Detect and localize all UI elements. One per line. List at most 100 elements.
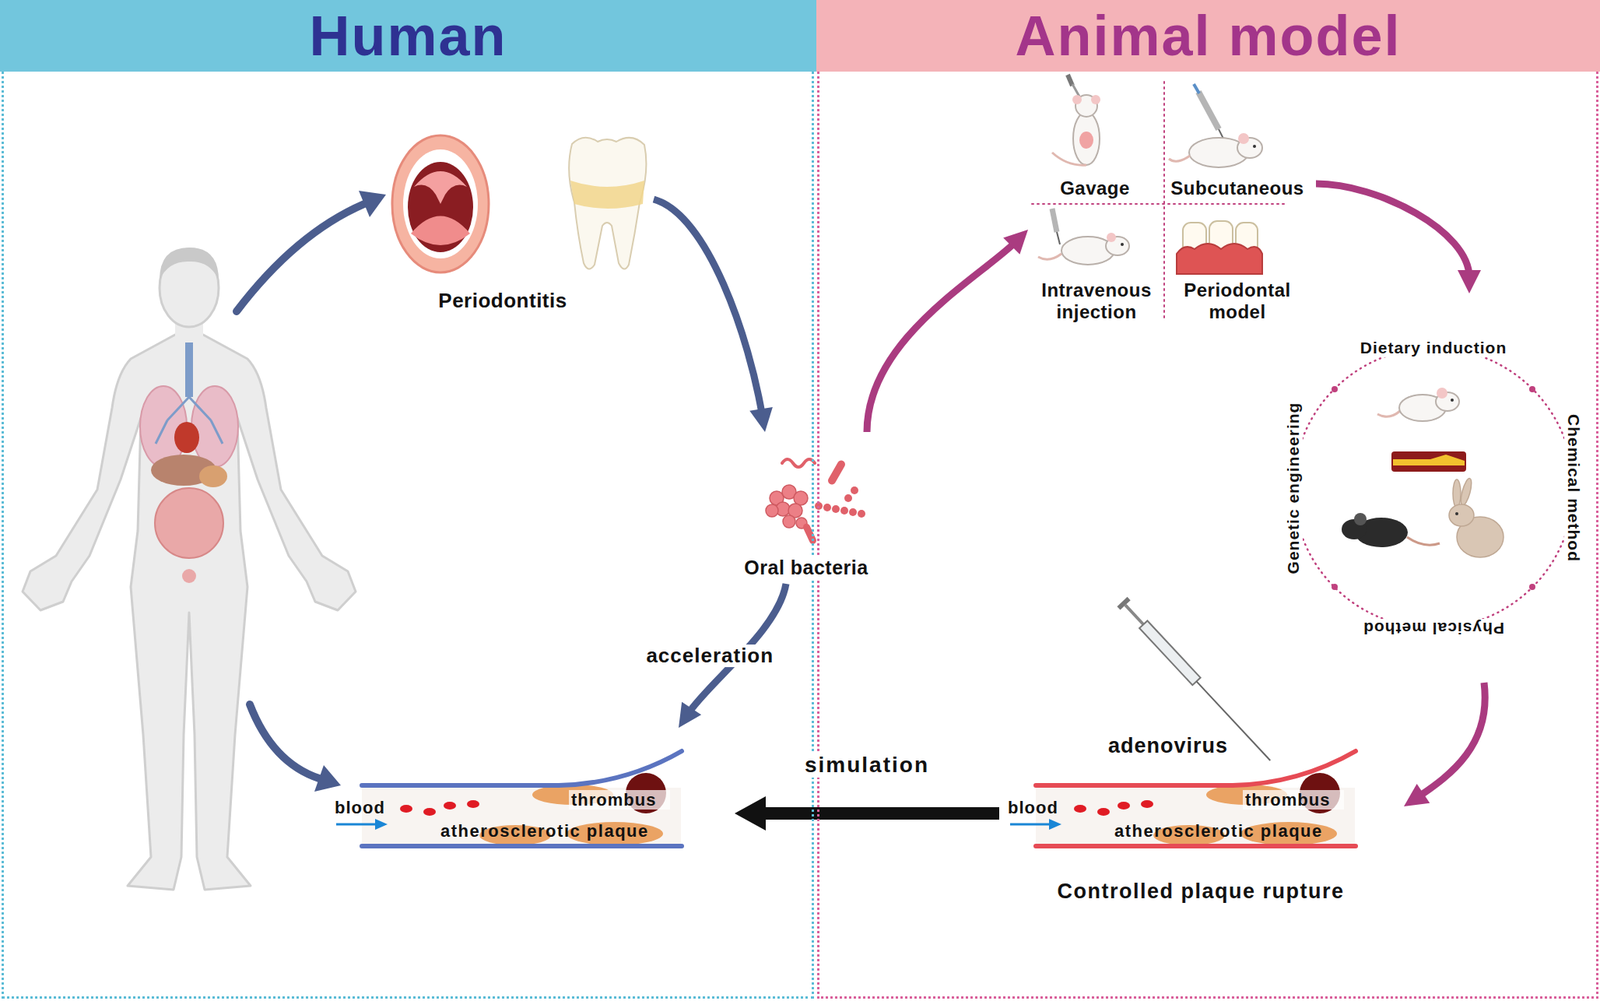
node-label: Chemical method <box>1564 411 1583 565</box>
subcutaneous-mouse <box>1238 133 1250 144</box>
intravenous-mouse <box>1106 232 1116 243</box>
connector-line <box>653 199 763 416</box>
intravenous-mouse <box>1056 231 1060 245</box>
connector-arrow <box>1403 682 1485 807</box>
mouth-icon <box>407 161 474 253</box>
connector-line <box>866 241 1017 432</box>
edge-label: simulation <box>801 752 933 778</box>
edge-label: acceleration <box>642 644 777 668</box>
method-ring <box>1331 385 1338 393</box>
gavage-mouse <box>1091 94 1101 105</box>
bacteria-icon <box>782 515 796 528</box>
blood-vessel <box>1010 750 1356 846</box>
ring-animals <box>1391 451 1467 472</box>
intravenous-mouse <box>1038 208 1130 265</box>
human-figure <box>199 465 228 488</box>
connector-line <box>756 807 1000 820</box>
node-label: Subcutaneous <box>1164 177 1310 200</box>
vessel-node: bloodthrombusatherosclerotic plaque <box>325 727 735 864</box>
arrow-head <box>749 407 773 432</box>
node-label: adenovirus <box>1108 733 1241 758</box>
periodontal-model <box>1176 243 1263 274</box>
mouth-icon <box>392 135 489 273</box>
node-label: thrombus <box>1242 789 1344 810</box>
bacteria-icon <box>857 509 866 518</box>
node-label: atherosclerotic plaque <box>1114 821 1348 841</box>
node-label: Genetic engineering <box>1284 400 1303 577</box>
node-label: blood <box>334 797 397 818</box>
method-circle: Dietary inductionChemical methodPhysical… <box>1277 293 1590 683</box>
method-ring <box>1529 385 1536 393</box>
bacteria-icon <box>801 522 818 545</box>
method-ring <box>1331 583 1338 590</box>
vessel-node: adenovirus blood thrombus atherosclerotic p… <box>999 727 1404 915</box>
connector-arrow <box>1315 183 1481 294</box>
mouth-icon <box>392 135 489 273</box>
intravenous-mouse <box>1052 208 1057 232</box>
ring-animals <box>1449 504 1474 527</box>
bacteria-icon <box>831 505 840 513</box>
illustration-node: Periodontitis <box>389 128 654 320</box>
mouth-icon <box>410 216 471 246</box>
gavage-mouse <box>1072 94 1082 105</box>
tooth-icon <box>570 180 645 209</box>
ring-animals <box>1455 512 1459 516</box>
mouth-icon <box>414 171 467 204</box>
gavage-mouse <box>1079 131 1094 149</box>
flow-arrow <box>236 190 386 792</box>
connector-arrow <box>734 796 1000 831</box>
node-label: atherosclerotic plaque <box>440 821 674 841</box>
method-grid: GavageSubcutaneousIntravenous injectionP… <box>1028 89 1316 331</box>
arrow-head <box>1457 270 1481 294</box>
node-label: Oral bacteria <box>724 556 888 579</box>
gavage-mouse <box>1052 74 1101 165</box>
panel: HumanPeriodontitis bloodthrombusatheroscl… <box>0 0 817 1001</box>
bacteria-icon <box>850 486 859 495</box>
panel-frame <box>817 71 1599 999</box>
human-figure <box>185 342 193 397</box>
bacteria-icon <box>823 503 832 512</box>
node-label: Dietary induction <box>1357 338 1510 358</box>
node-label: blood <box>1007 797 1071 818</box>
blood-vessel <box>336 750 682 846</box>
subcutaneous-mouse <box>1252 144 1257 148</box>
node-label: Controlled plaque rupture <box>1033 879 1369 904</box>
ring-animals <box>1377 410 1400 417</box>
human-figure <box>159 247 219 281</box>
tooth-icon <box>568 137 646 270</box>
header-band: Human <box>0 0 817 72</box>
gavage-mouse <box>1073 112 1100 165</box>
ring-animals <box>1436 387 1448 399</box>
intravenous-mouse <box>1120 242 1124 246</box>
flow-arrow <box>358 190 386 218</box>
bacteria-icon <box>826 459 847 486</box>
arrow-head <box>1403 783 1430 807</box>
bacteria-icon <box>765 459 866 546</box>
flow-arrow <box>314 764 341 792</box>
node-label: Periodontal model <box>1164 279 1310 323</box>
tooth-icon <box>568 137 646 270</box>
mouth-icon <box>403 149 478 259</box>
subcutaneous-mouse <box>1168 155 1190 162</box>
ring-animals <box>1452 479 1461 508</box>
node-label: Intravenous injection <box>1030 279 1163 323</box>
gavage-mouse <box>1067 74 1073 86</box>
subcutaneous-mouse <box>1193 84 1200 94</box>
ring-animals <box>1450 398 1454 402</box>
method-ring <box>1293 347 1574 629</box>
ring-animals <box>1354 512 1367 526</box>
ring-animals <box>1341 387 1504 558</box>
divider-line <box>1031 203 1285 205</box>
ring-animals <box>1392 454 1465 466</box>
human-figure <box>174 421 200 453</box>
flow-arrow <box>249 704 320 779</box>
node-label: Periodontitis <box>421 289 585 313</box>
connector-line <box>1315 183 1470 278</box>
bacteria-icon <box>840 506 849 515</box>
human-figure <box>22 334 356 890</box>
panel-heading: Animal model <box>816 0 1600 72</box>
node-label: Physical method <box>1360 618 1507 638</box>
